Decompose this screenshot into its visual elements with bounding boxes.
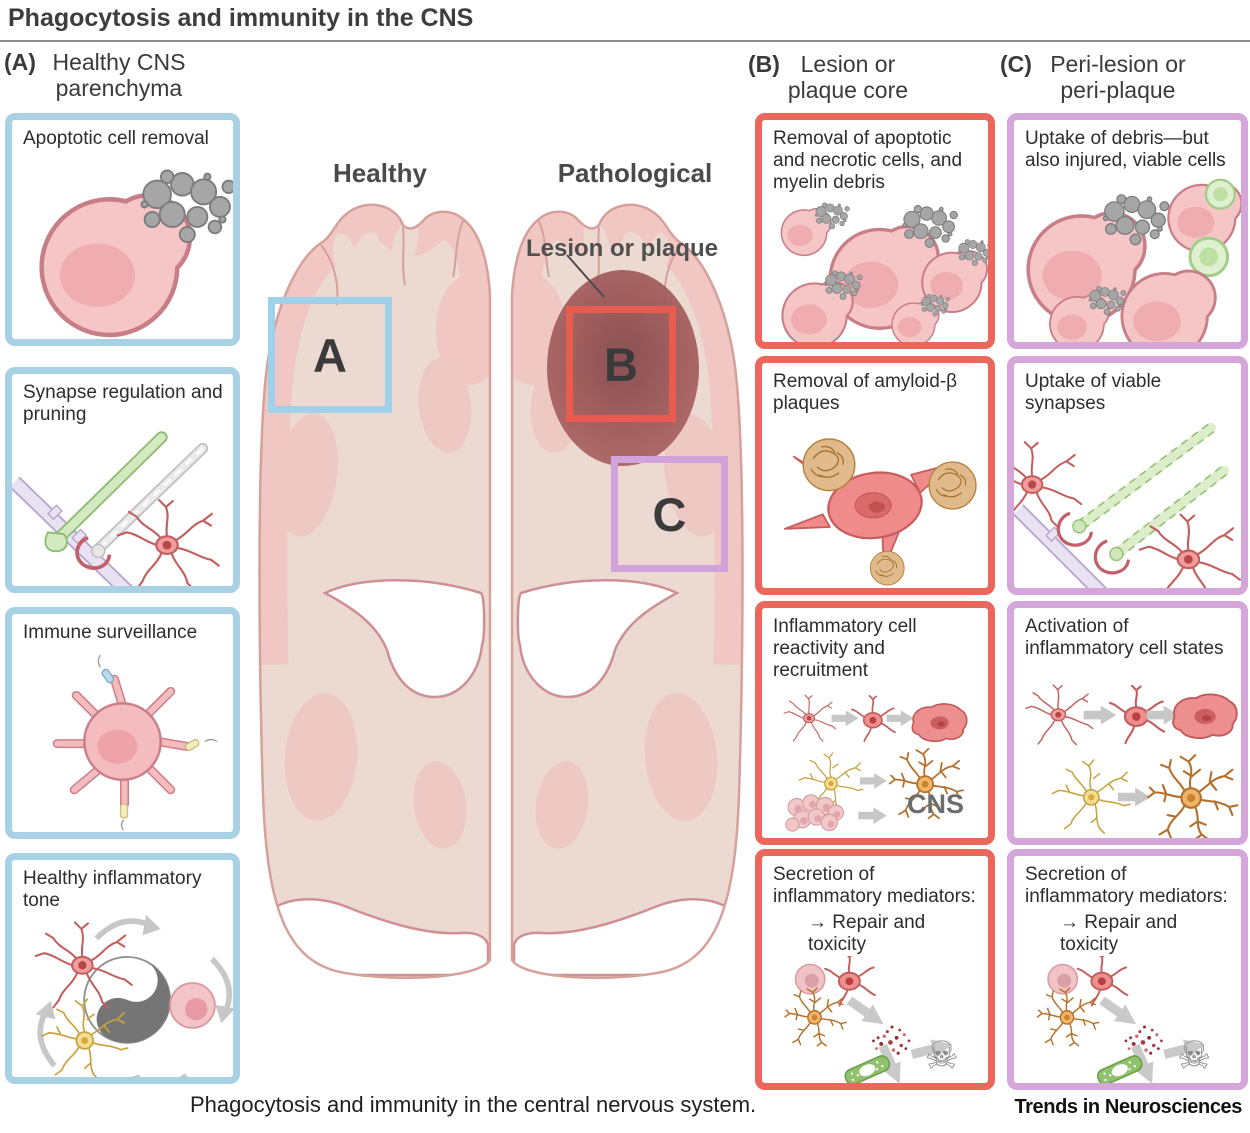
yin-yang-icon bbox=[83, 955, 172, 1044]
receptor-icon bbox=[97, 654, 115, 684]
panel-b-header: (B) Lesion or plaque core bbox=[748, 51, 909, 104]
title-divider bbox=[0, 40, 1250, 42]
box-healthy-inflammatory-tone: Healthy inflammatory tone bbox=[5, 853, 240, 1084]
panel-c-label: (C) bbox=[1000, 51, 1032, 77]
marker-c-letter: C bbox=[652, 487, 687, 541]
arrow-icon bbox=[831, 709, 859, 726]
box-caption: Secretion of inflammatory mediators: bbox=[1025, 864, 1228, 907]
box-removal-amyloid: Removal of amyloid-β plaques bbox=[755, 356, 995, 595]
box-uptake-synapses: Uptake of viable synapses bbox=[1007, 356, 1248, 595]
uptake-synapses-illustration bbox=[1014, 422, 1241, 588]
panel-a-title: Healthy CNS parenchyma bbox=[52, 49, 186, 101]
box-caption: Inflammatory cell reactivity and recruit… bbox=[773, 616, 917, 681]
engulfment-cup-icon bbox=[1056, 511, 1094, 547]
box-caption: Healthy inflammatory tone bbox=[23, 868, 202, 911]
panel-b-label: (B) bbox=[748, 51, 780, 77]
amoeboid-cell-icon bbox=[911, 702, 968, 742]
engulfment-cup-icon bbox=[75, 535, 112, 570]
cns-label: CNS bbox=[906, 789, 964, 819]
amyloid-removal-illustration bbox=[783, 437, 977, 586]
microglia-icon bbox=[783, 694, 837, 742]
box-inflammatory-reactivity: Inflammatory cell reactivity and recruit… bbox=[755, 601, 995, 845]
dendrite-spine-icon bbox=[71, 528, 88, 545]
box-caption: Secretion of inflammatory mediators: bbox=[773, 864, 976, 907]
green-axon-icon bbox=[1111, 465, 1229, 559]
box-caption: Immune surveillance bbox=[23, 622, 198, 643]
uptake-debris-illustration bbox=[1026, 178, 1241, 342]
synapse-pruning-illustration bbox=[12, 430, 220, 586]
box-caption: Activation of inflammatory cell states bbox=[1025, 616, 1224, 659]
box-subline: → Repair and toxicity bbox=[1060, 911, 1178, 955]
green-axon-icon bbox=[53, 432, 166, 544]
brain-illustration: Healthy Pathological Lesion or plaque A … bbox=[255, 145, 747, 1087]
figure-title: Phagocytosis and immunity in the CNS bbox=[8, 4, 474, 32]
arrow-icon bbox=[858, 806, 887, 824]
marker-b-letter: B bbox=[604, 337, 638, 391]
box-caption: Removal of amyloid-β plaques bbox=[773, 371, 958, 414]
brain-coronal-icon bbox=[255, 145, 747, 1087]
apoptotic-removal-illustration bbox=[12, 169, 233, 339]
box-caption: Apoptotic cell removal bbox=[23, 128, 209, 149]
receptor-icon bbox=[119, 803, 129, 831]
arrow-icon bbox=[859, 772, 887, 789]
healthy-label: Healthy bbox=[333, 158, 427, 188]
amyloid-plaque-icon bbox=[802, 437, 856, 492]
panel-a-label: (A) bbox=[4, 49, 36, 75]
viable-cell-icon bbox=[1204, 178, 1236, 210]
arrow-icon bbox=[1117, 787, 1151, 807]
box-synapse-regulation: Synapse regulation and pruning bbox=[5, 367, 240, 593]
box-secretion-mediators-b: Secretion of inflammatory mediators: → R… bbox=[755, 849, 995, 1090]
figure-caption: Phagocytosis and immunity in the central… bbox=[190, 1092, 757, 1117]
microglia-icon bbox=[1025, 683, 1094, 746]
engulfment-cup-icon bbox=[1093, 539, 1131, 575]
panel-a-header: (A) Healthy CNS parenchyma bbox=[4, 49, 195, 102]
lesion-label: Lesion or plaque bbox=[525, 235, 719, 262]
box-secretion-mediators-c: Secretion of inflammatory mediators: → R… bbox=[1007, 849, 1248, 1090]
amyloid-plaque-icon bbox=[928, 461, 977, 510]
box-immune-surveillance: Immune surveillance bbox=[5, 607, 240, 839]
box-subline: → Repair and toxicity bbox=[808, 911, 926, 955]
debris-removal-illustration bbox=[780, 202, 988, 342]
box-caption: Removal of apoptotic and necrotic cells,… bbox=[773, 128, 963, 193]
phagocyte-icon bbox=[781, 280, 854, 342]
box-caption: Uptake of debris—but also injured, viabl… bbox=[1025, 128, 1226, 171]
amyloid-plaque-icon bbox=[869, 550, 905, 586]
arrow-icon bbox=[886, 709, 914, 726]
panel-b-title: Lesion or plaque core bbox=[787, 51, 909, 103]
receptor-icon bbox=[184, 738, 218, 751]
marker-a-letter: A bbox=[313, 328, 347, 382]
dendrite-spine-icon bbox=[47, 503, 63, 520]
box-apoptotic-cell-removal: Apoptotic cell removal bbox=[5, 113, 240, 346]
box-activation-cell-states: Activation of inflammatory cell states bbox=[1007, 601, 1248, 845]
panel-c-title: Peri-lesion or peri-plaque bbox=[1050, 51, 1186, 103]
cycle-arrow-icon bbox=[96, 914, 162, 949]
arrow-icon bbox=[1083, 705, 1117, 725]
green-axon-icon bbox=[1074, 422, 1216, 532]
panel-c-header: (C) Peri-lesion or peri-plaque bbox=[1000, 51, 1197, 104]
box-caption: Uptake of viable synapses bbox=[1025, 371, 1162, 414]
pathological-label: Pathological bbox=[557, 158, 713, 188]
immune-surveillance-illustration bbox=[52, 654, 218, 831]
viable-cell-icon bbox=[1188, 236, 1230, 277]
region-marker-c: C bbox=[611, 456, 728, 572]
box-caption: Synapse regulation and pruning bbox=[23, 382, 223, 425]
box-uptake-debris-viable: Uptake of debris—but also injured, viabl… bbox=[1007, 113, 1248, 349]
amoeboid-cell-icon bbox=[1172, 693, 1238, 739]
lesion-pointer-line bbox=[566, 254, 605, 298]
region-marker-a: A bbox=[268, 297, 392, 413]
region-marker-b: B bbox=[566, 306, 676, 422]
journal-name: Trends in Neurosciences bbox=[1014, 1096, 1242, 1118]
box-removal-apoptotic-necrotic: Removal of apoptotic and necrotic cells,… bbox=[755, 113, 995, 349]
cell-activation-illustration bbox=[1025, 683, 1239, 838]
secretion-illustration bbox=[1014, 956, 1241, 1083]
inflammatory-tone-illustration bbox=[12, 914, 233, 1077]
reactive-astrocyte-icon bbox=[1147, 753, 1239, 838]
phagocyte-icon bbox=[1120, 269, 1217, 342]
cycle-arrow-icon bbox=[119, 1059, 187, 1077]
cycle-arrow-icon bbox=[24, 998, 71, 1066]
secretion-illustration bbox=[762, 956, 988, 1083]
